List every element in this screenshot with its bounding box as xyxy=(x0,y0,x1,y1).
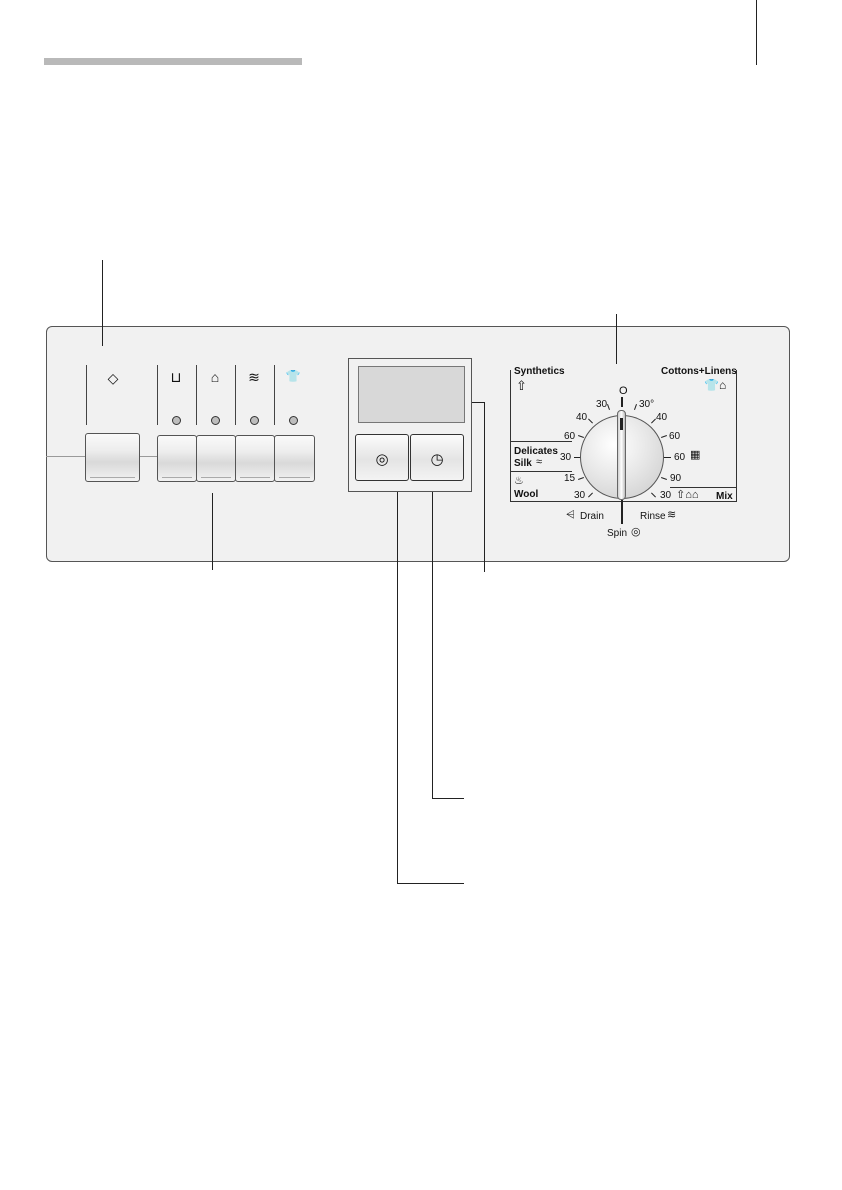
clock-icon: ◷ xyxy=(430,451,444,468)
rinse-label: Rinse xyxy=(640,511,666,522)
dial-tick xyxy=(621,500,623,524)
easy-iron-icon: ⌂ xyxy=(210,369,220,385)
rinse-hold-icon: ⊔ xyxy=(170,369,182,385)
temp-right-60-b: 60 xyxy=(674,452,686,463)
separator xyxy=(86,365,87,425)
prewash-button[interactable] xyxy=(235,435,275,482)
dial-frame-right xyxy=(736,370,737,502)
temp-left-30-wool: 30 xyxy=(574,490,586,501)
separator xyxy=(157,365,158,425)
leader-line-dial xyxy=(616,314,617,364)
shirt-option-button[interactable] xyxy=(274,435,315,482)
dial-pointer xyxy=(620,418,623,430)
cottons-linens-label: Cottons+Linens xyxy=(661,366,737,377)
rinse-hold-button[interactable] xyxy=(157,435,197,482)
display-screen xyxy=(358,366,465,423)
drain-label: Drain xyxy=(580,511,604,522)
start-icon: ◇ xyxy=(107,370,119,386)
dial-tick xyxy=(574,457,581,458)
drain-icon: ⩤ xyxy=(566,509,575,521)
easy-iron-button[interactable] xyxy=(196,435,236,482)
mix-icon: ⇧⌂⌂ xyxy=(676,489,699,501)
shirt-icon: 👕 xyxy=(285,369,301,383)
temp-right-40: 40 xyxy=(656,412,668,423)
rinse-icon: ≋ xyxy=(667,509,677,521)
temp-right-90: 90 xyxy=(670,473,682,484)
leader-line-endtime-v xyxy=(432,466,433,799)
leader-line-start xyxy=(102,260,103,346)
separator xyxy=(235,365,236,425)
wool-icon: ♨ xyxy=(514,475,524,487)
separator xyxy=(274,365,275,425)
temp-right-60: 60 xyxy=(669,431,681,442)
spin-icon: ◎ xyxy=(375,451,389,468)
silk-label: Silk xyxy=(514,458,532,469)
mix-label: Mix xyxy=(716,491,733,502)
indicator-light xyxy=(211,416,220,425)
leader-line-endtime-h xyxy=(432,798,464,799)
dial-frame-bottom xyxy=(510,501,737,502)
spin-label: Spin xyxy=(607,528,628,539)
temp-right-60-icon: ▦ xyxy=(690,449,701,461)
synthetics-label: Synthetics xyxy=(514,366,565,377)
delicates-divider-top xyxy=(510,441,572,442)
leader-line-display-v xyxy=(484,402,485,572)
dial-tick xyxy=(621,397,623,407)
temp-right-30: 30° xyxy=(639,399,655,410)
delicates-label: Delicates xyxy=(514,446,558,457)
indicator-light xyxy=(289,416,298,425)
indicator-light xyxy=(250,416,259,425)
end-time-button[interactable]: ◷ xyxy=(410,434,464,481)
temp-right-30-mix: 30 xyxy=(660,490,672,501)
section-header-bar xyxy=(44,58,302,65)
start-pause-button[interactable] xyxy=(85,433,140,482)
spin-small-icon: ◎ xyxy=(631,526,641,538)
wool-label: Wool xyxy=(514,489,539,500)
spin-speed-button[interactable]: ◎ xyxy=(355,434,409,481)
silk-icon: ≈ xyxy=(536,456,543,468)
indicator-light xyxy=(172,416,181,425)
cottons-icon: 👕⌂ xyxy=(704,378,727,392)
mix-divider xyxy=(670,487,736,488)
off-mark: O xyxy=(619,385,628,397)
temp-left-30-delicates: 30 xyxy=(560,452,572,463)
temp-left-15: 15 xyxy=(564,473,576,484)
delicates-divider-bottom xyxy=(510,471,572,472)
leader-line-spin-h xyxy=(397,883,464,884)
page-margin-line xyxy=(756,0,757,65)
dial-tick xyxy=(664,457,671,458)
temp-left-30: 30 xyxy=(596,399,608,410)
synthetics-icon: ⇧ xyxy=(516,378,527,393)
prewash-icon: ≋ xyxy=(248,369,260,385)
temp-left-40: 40 xyxy=(576,412,588,423)
dial-grip[interactable] xyxy=(617,410,626,500)
dial-frame-left xyxy=(510,370,511,502)
separator xyxy=(196,365,197,425)
leader-line-spin-v xyxy=(397,466,398,884)
temp-left-60: 60 xyxy=(564,431,576,442)
leader-line-option-buttons xyxy=(212,493,213,570)
